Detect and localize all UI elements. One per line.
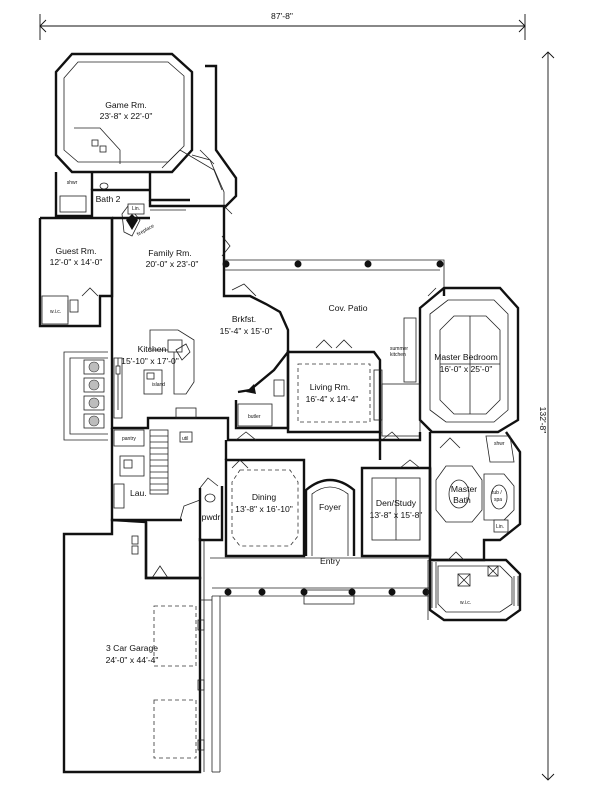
cov-patio-label: Cov. Patio [328, 303, 367, 313]
kitchen-label: Kitchen [138, 344, 167, 354]
bath-2-label: Bath 2 [96, 194, 121, 204]
master-shower-label: shwr [494, 441, 505, 447]
guest-wic-label: w.i.c. [50, 309, 61, 315]
master-closet: w.i.c. [428, 551, 522, 622]
game-room-size: 23'-8" x 22'-0" [100, 111, 153, 121]
laundry-label: Lau. [130, 488, 147, 498]
bath-2: shwr Bath 2 [54, 172, 150, 218]
dining-size: 13'-8" x 16'-10" [235, 504, 293, 514]
game-hall-steps [148, 64, 238, 210]
den-size: 13'-8" x 15'-8" [370, 510, 423, 520]
game-room-label: Game Rm. [105, 100, 147, 110]
covered-patio: Cov. Patio summer kitchen [222, 259, 445, 383]
game-shower-label: shwr [67, 180, 78, 186]
side-porch [63, 351, 108, 441]
game-room: Game Rm. 23'-8" x 22'-0" [54, 52, 194, 174]
overall-width-dimension: 87'-8" [39, 11, 526, 40]
summer-kitchen-label-1: summer [390, 346, 408, 352]
front-entry: Entry [210, 556, 430, 605]
master-bath-label-2: Bath [453, 495, 471, 505]
fireplace-label: fireplace [136, 223, 156, 238]
summer-kitchen-label-2: kitchen [390, 352, 406, 358]
family-room-label: Family Rm. [148, 248, 191, 258]
guest-room-size: 12'-0" x 14'-0" [50, 257, 103, 267]
kitchen: island Kitchen 15'-10" x 17'-0" [110, 300, 200, 430]
master-bedroom-size: 16'-0" x 25'-0" [440, 364, 493, 374]
garage-door-frames [197, 619, 205, 751]
family-room-size: 20'-0" x 23'-0" [146, 259, 199, 269]
den-label: Den/Study [376, 498, 417, 508]
kitchen-size: 15'-10" x 17'-0" [121, 356, 179, 366]
foyer-label: Foyer [319, 502, 341, 512]
guest-room: Guest Rm. 12'-0" x 14'-0" w.i.c. [38, 216, 114, 328]
den-study: Den/Study 13'-8" x 15'-8" [360, 459, 432, 558]
closet-shelving-right [513, 576, 519, 606]
breakfast-label: Brkfst. [232, 314, 256, 324]
family-room: Lin. fireplace Family Rm. 20'-0" x 23'-0… [110, 200, 231, 300]
master-linen-label: Lin. [496, 524, 504, 530]
living-room: Living Rm. 16'-4" x 14'-4" [286, 350, 383, 434]
foyer: Foyer [304, 478, 356, 556]
master-bedroom: Master Bedroom 16'-0" x 25'-0" [381, 286, 520, 437]
overall-width-label: 87'-8" [271, 11, 293, 21]
master-wic-label: w.i.c. [460, 600, 471, 606]
butler-label: butler [248, 414, 261, 420]
powder-label: pwdr [202, 512, 221, 522]
guest-room-label: Guest Rm. [55, 246, 96, 256]
garage-label: 3 Car Garage [106, 643, 158, 653]
pantry-label: pantry [122, 436, 136, 442]
entry-label: Entry [320, 556, 341, 566]
outer-walls [112, 204, 446, 556]
service-area: pantry util Lau. [110, 428, 201, 580]
central-hall [200, 416, 401, 460]
master-bedroom-label: Master Bedroom [434, 352, 498, 362]
dining-label: Dining [252, 492, 277, 502]
utility-label: util [182, 436, 188, 442]
garage-side-wall [203, 540, 221, 773]
living-room-label: Living Rm. [310, 382, 351, 392]
master-bath: shwr Lin. tub / spa Master Bath [428, 431, 522, 562]
powder-room: pwdr [198, 477, 224, 542]
overall-depth-dimension: 132'-8" [538, 51, 555, 781]
family-linen-label: Lin. [132, 206, 140, 212]
stair-treads [150, 435, 168, 491]
breakfast-nook: Brkfst. 15'-4" x 15'-0" [220, 260, 290, 394]
breakfast-size: 15'-4" x 15'-0" [220, 326, 273, 336]
tub-label-2: spa [494, 497, 502, 503]
garage: 3 Car Garage 24'-0" x 44'-4" [62, 518, 221, 774]
dining-room: Dining 13'-8" x 16'-10" [224, 458, 306, 558]
island-label: island [152, 382, 165, 388]
overall-depth-label: 132'-8" [538, 407, 548, 434]
master-bath-label-1: Master [451, 484, 477, 494]
closet-shelving-left [431, 562, 437, 608]
garage-size: 24'-0" x 44'-4" [106, 655, 159, 665]
tub-label-1: tub / [492, 490, 502, 496]
living-room-size: 16'-4" x 14'-4" [306, 394, 359, 404]
